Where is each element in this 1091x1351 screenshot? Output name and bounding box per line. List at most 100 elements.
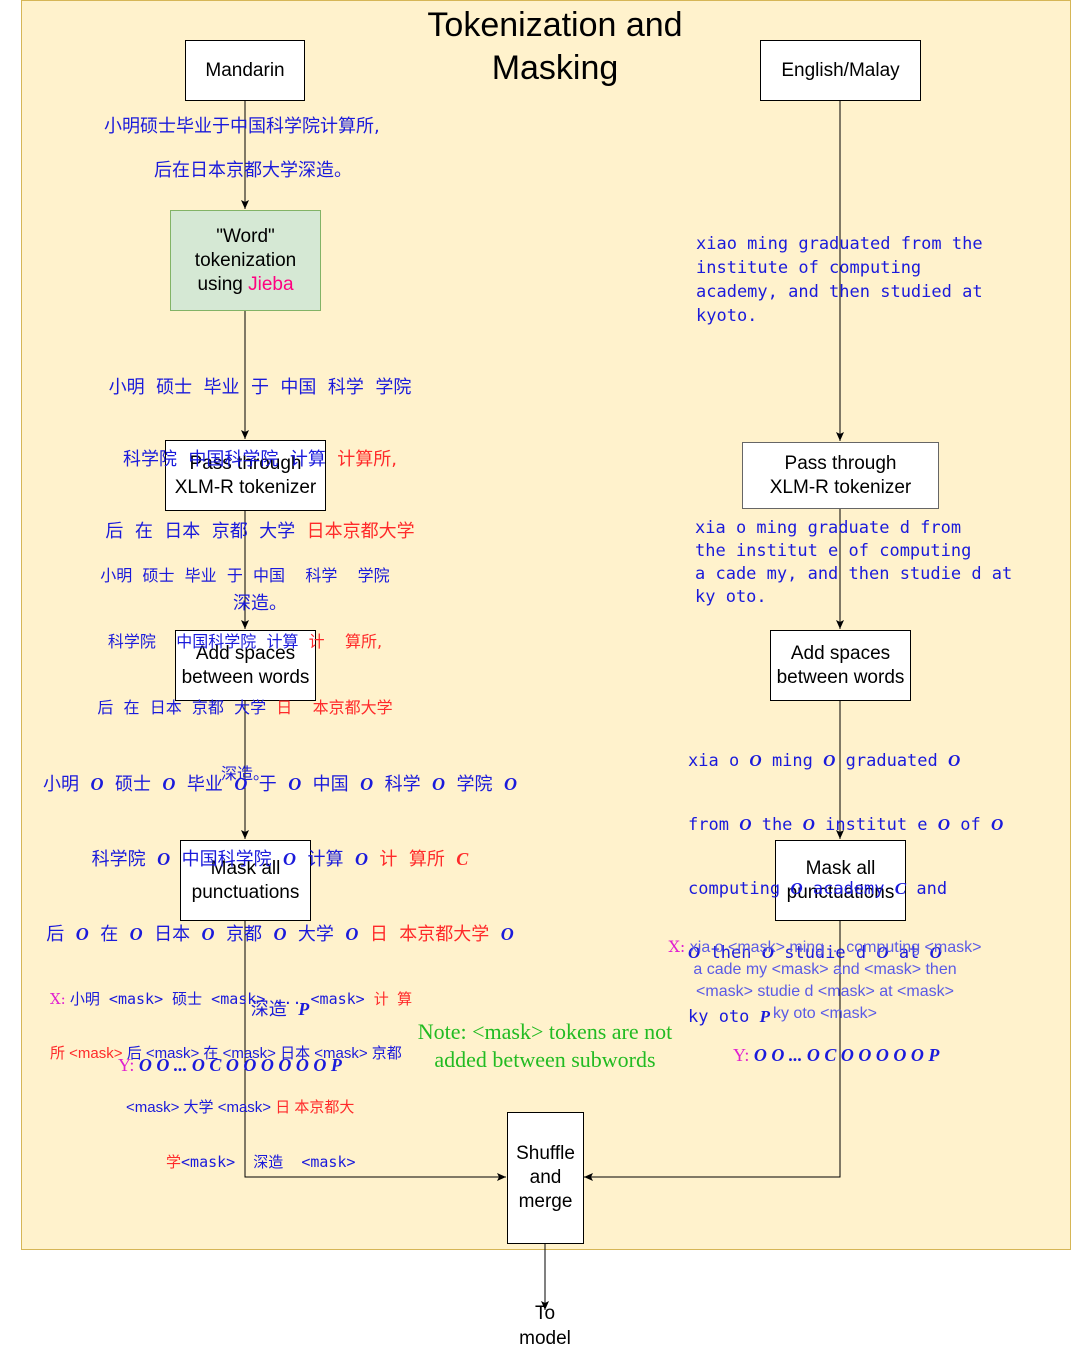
spaced-m-word: 中国科学院 [181,849,272,870]
spaced-m-highlight: 日 本京都大学 [369,924,490,945]
masked-x-mandarin-highlight: 计 算 [373,991,413,1008]
tag-o: O [876,943,889,962]
tag-c: C [894,879,907,898]
spaced-english-line1: xia o O ming O graduated O [688,750,1003,772]
tag-o: O [345,924,359,944]
y-value-right: O O ... O C O O O O O P [753,1045,940,1065]
xlmr-output-english: xia o ming graduate d from the institut … [695,517,1012,609]
spaced-mandarin-line2: 科学院 O 中国科学院 O 计算 O 计 算所 C [20,847,540,872]
xlmr-english-line2: the institut e of computing [695,541,972,561]
tag-o: O [234,774,248,794]
xlmr-english-line3: a cade my, and then studie d at [695,564,1013,584]
jieba-output-line4: 深造。 [233,593,287,614]
word-tok-line2: tokenization [194,249,297,271]
y-value-left: O O ... O C O O O O O O P [138,1055,342,1075]
tag-p: P [298,999,310,1019]
y-label-left: Y: [118,1055,135,1075]
token-word: academy [802,879,895,899]
note-line1: Note: <mask> tokens are not [417,1019,673,1044]
spaced-m-word: 科学院 [91,849,146,870]
spaces-left-line2: between words [181,666,310,688]
spaces-left-line1: Add spaces [195,642,296,664]
tag-o: O [991,815,1004,834]
token-word: of [950,815,991,835]
spaced-m-word: 大学 [297,924,334,945]
spaced-m-word: 京都 [226,924,262,945]
jieba-line2-text: 科学院 中国科学院 计算 [122,449,338,470]
tag-o: O [354,849,368,869]
tag-o: O [288,774,302,794]
masked-x-mandarin: X: 小明 <mask> 硕士 <mask> ... <mask> 计 算 所 … [50,954,490,1208]
xlmr-mandarin-line3-highlight: 日 本京都大学 [276,698,393,717]
xlmr-left-line1: Pass through [189,452,302,474]
mask-punct-box-right: Mask all punctuations [775,840,906,921]
word-tok-line1: "Word" [216,225,275,247]
xlmr-tokenizer-box-right: Pass through XLM-R tokenizer [742,442,939,509]
masked-x-mandarin-highlight: 学 [166,1154,182,1171]
tag-o: O [201,924,215,944]
mask-right-line2: punctuations [786,881,895,903]
mask-right-line1: Mask all [805,857,876,879]
diagram-panel [21,0,1071,1250]
xlmr-tokenizer-box-left: Pass through XLM-R tokenizer [165,440,326,511]
jieba-line3-text: 后 在 日本 京都 大学 [105,521,307,542]
tag-o: O [90,774,104,794]
token-word: 于 [258,774,277,795]
tag-p: P [759,1007,771,1026]
jieba-line2-highlight: 计算所, [337,449,398,470]
xlmr-mandarin-line4: 深造。 [220,764,269,783]
tag-o: O [162,774,176,794]
token-word: 毕业 [186,774,223,795]
masked-x-mandarin-highlight: 日 本京都大 [275,1099,355,1116]
token-word: 中国 [312,774,349,795]
masked-x-mandarin-line3: <mask> 大学 <mask> 日 本京都大 [50,1099,490,1117]
mask-left-line2: punctuations [191,881,300,903]
masked-x-mandarin-line1: X: 小明 <mask> 硕士 <mask> ... <mask> 计 算 [50,990,490,1009]
tag-o: O [929,943,942,962]
tag-o: O [157,849,171,869]
masked-x-mandarin-text: 后 <mask> 在 <mask> 日本 <mask> 京都 [126,1045,402,1062]
token-word: 科学 [384,774,421,795]
xlmr-english-line1: xia o ming graduate d from [695,518,962,538]
mandarin-box: Mandarin [185,40,305,101]
token-word: ming [761,751,824,771]
token-word: at [888,943,930,963]
spaced-m-highlight: 计 算所 [379,849,445,870]
token-word: institut e [814,815,938,835]
spaced-english-line4: O then O studie d O at O [688,942,1003,964]
xlmr-mandarin-line2: 科学院 中国科学院 计算 计 算所, [40,631,450,653]
tag-o: O [432,774,446,794]
spaces-right-line1: Add spaces [790,642,891,664]
masked-x-mandarin-line4: 学<mask> 深造 <mask> [50,1153,490,1172]
tag-o: O [688,943,701,962]
masked-x-english-line1: X: xia o <mask> ming ... computing <mask… [640,936,1010,959]
xlmr-english-line4: ky oto. [695,587,767,607]
english-sentence-line2: institute of computing [696,258,922,278]
xlmr-right-line1: Pass through [784,452,897,474]
edge-mask-left-to-shuffle [244,920,506,1181]
english-sentence-line4: kyoto. [696,306,758,326]
masked-x-english-line4: ky oto <mask> [772,1005,878,1022]
jieba-output-line2: 科学院 中国科学院 计算 计算所, [60,448,460,472]
token-word: studie d [773,943,877,963]
jieba-output-line1: 小明 硕士 毕业 于 中国 科学 学院 [108,377,412,398]
tag-o: O [273,924,287,944]
tag-o: O [937,815,951,834]
shuffle-line3: merge [518,1191,573,1212]
word-tok-line3: using Jieba [195,273,296,297]
tag-o: O [802,815,815,834]
jieba-line3-highlight: 日本京都大学 [306,521,415,542]
xlmr-right-line2: XLM-R tokenizer [769,476,912,498]
spaced-mandarin-line1: 小明 O 硕士 O 毕业 O 于 O 中国 O 科学 O 学院 O [20,772,540,797]
masked-x-english-line2: a cade my <mask> and <mask> then [693,961,957,978]
jieba-label: Jieba [248,273,294,295]
spaced-m-word: 日本 [154,924,191,945]
x-label-right: X: [668,937,686,956]
xlmr-mandarin-line2-highlight: 计 算所, [308,632,383,651]
masked-x-mandarin-text: <mask> 深造 <mask> [181,1153,356,1171]
xlmr-mandarin-line3-text: 后 在 日本 京都 大学 [97,698,277,717]
tag-o: O [75,924,89,944]
add-spaces-box-left: Add spaces between words [175,630,316,701]
masked-y-mandarin: Y: O O ... O C O O O O O O P [118,1055,342,1076]
